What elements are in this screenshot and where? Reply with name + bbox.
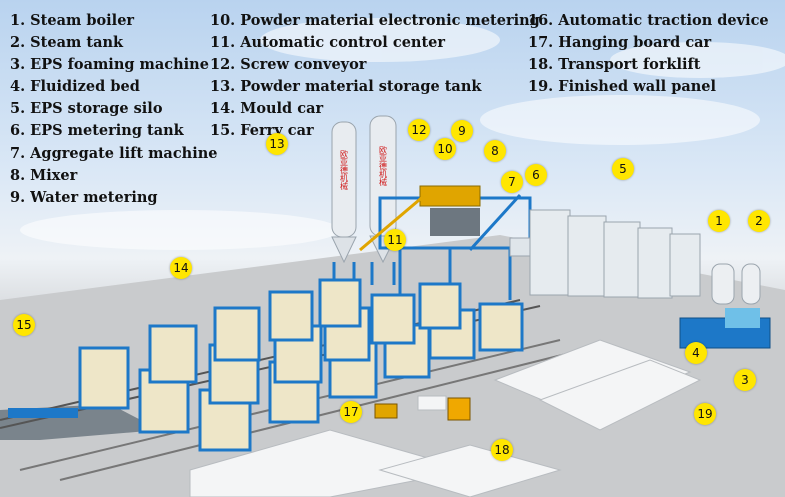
legend-item: 9. Water metering bbox=[10, 188, 158, 206]
marker-7: 7 bbox=[501, 171, 523, 193]
marker-3: 3 bbox=[734, 369, 756, 391]
fluidized-bed bbox=[725, 308, 760, 328]
marker-5: 5 bbox=[612, 158, 634, 180]
legend-item: 10. Powder material electronic metering bbox=[210, 12, 540, 29]
marker-19: 19 bbox=[694, 403, 716, 425]
legend-item: 14. Mould car bbox=[210, 100, 324, 118]
marker-15: 15 bbox=[13, 314, 35, 336]
legend-item: 6. EPS metering tank bbox=[10, 122, 184, 140]
marker-6: 6 bbox=[525, 164, 547, 186]
marker-13: 13 bbox=[266, 133, 288, 155]
legend-item: 13. Powder material storage tank bbox=[210, 78, 482, 96]
legend-item: 19. Finished wall panel bbox=[528, 78, 716, 96]
finished-panel-stacks bbox=[189, 339, 702, 497]
ferry-car bbox=[8, 408, 78, 418]
rail-line bbox=[59, 347, 591, 481]
legend-col-2: 10. Powder material electronic metering … bbox=[210, 10, 540, 143]
marker-14: 14 bbox=[170, 257, 192, 279]
legend-item: 4. Fluidized bed bbox=[10, 78, 140, 96]
mould-car-array bbox=[78, 278, 524, 452]
transport-forklift bbox=[447, 397, 471, 421]
panel-load bbox=[417, 395, 447, 411]
marker-9: 9 bbox=[451, 120, 473, 142]
legend-item: 7. Aggregate lift machine bbox=[10, 144, 218, 162]
sky-clouds bbox=[20, 18, 785, 250]
legend-item: 16. Automatic traction device bbox=[528, 12, 769, 29]
legend-col-3: 16. Automatic traction device 17. Hangin… bbox=[528, 10, 769, 98]
legend-item: 18. Transport forklift bbox=[528, 56, 701, 74]
marker-10: 10 bbox=[434, 138, 456, 160]
silo-label: 欧亚德机械 bbox=[379, 145, 388, 187]
silo-label: 欧亚德机械 bbox=[340, 149, 349, 191]
marker-11: 11 bbox=[384, 229, 406, 251]
legend-item: 2. Steam tank bbox=[10, 34, 124, 52]
legend-item: 17. Hanging board car bbox=[528, 34, 712, 52]
legend-item: 12. Screw conveyor bbox=[210, 56, 367, 74]
marker-8: 8 bbox=[484, 140, 506, 162]
steam-tank bbox=[741, 263, 761, 305]
marker-1: 1 bbox=[708, 210, 730, 232]
hanging-board-car bbox=[374, 403, 398, 419]
legend-item: 1. Steam boiler bbox=[10, 12, 135, 29]
steam-boiler bbox=[711, 263, 735, 305]
legend-item: 11. Automatic control center bbox=[210, 34, 446, 52]
marker-17: 17 bbox=[340, 401, 362, 423]
legend-item: 5. EPS storage silo bbox=[10, 100, 163, 118]
marker-4: 4 bbox=[685, 342, 707, 364]
marker-12: 12 bbox=[408, 119, 430, 141]
eps-storage-bins bbox=[529, 209, 701, 299]
legend-item: 3. EPS foaming machine bbox=[10, 56, 209, 74]
legend-item: 8. Mixer bbox=[10, 166, 78, 184]
marker-18: 18 bbox=[491, 439, 513, 461]
marker-2: 2 bbox=[748, 210, 770, 232]
legend-col-1: 1. Steam boiler 2. Steam tank 3. EPS foa… bbox=[10, 10, 217, 209]
legend-item: 15. Ferry car bbox=[210, 122, 314, 140]
